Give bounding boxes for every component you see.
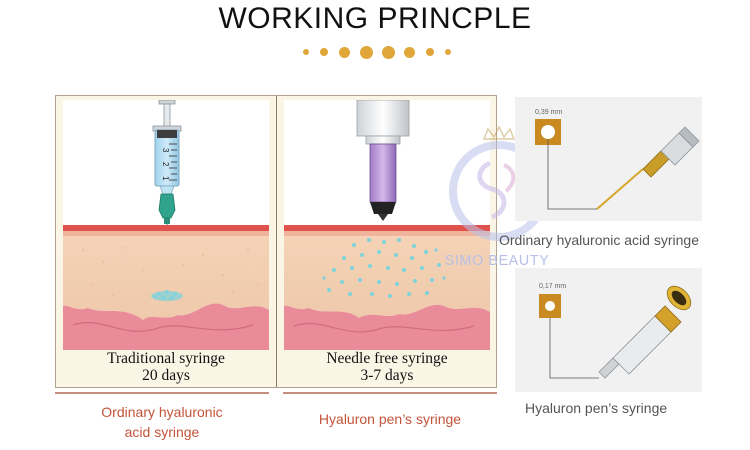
dot [445, 49, 451, 55]
dot [320, 48, 328, 56]
ordinary-needle-image: 0,39 mm [515, 97, 702, 221]
scale-mark: 1 [161, 176, 170, 181]
needle-diameter-label: 0,39 mm [535, 109, 563, 116]
page-title: WORKING PRINCPLE [218, 2, 532, 35]
caption-line: Needle free syringe [326, 350, 448, 367]
traditional-syringe-caption: Traditional syringe 20 days [63, 350, 269, 384]
dot [426, 48, 434, 56]
ordinary-needle-caption: Ordinary hyaluronic acid syringe [499, 232, 699, 248]
decorative-dots [0, 44, 750, 60]
dot [404, 47, 415, 58]
scale-mark: 3 [161, 148, 170, 153]
dot [360, 46, 373, 59]
ordinary-syringe-label: Ordinary hyaluronic acid syringe [55, 402, 269, 442]
panel-divider [276, 96, 277, 387]
label-line: Ordinary hyaluronic [101, 404, 223, 420]
pen-syringe-caption: Hyaluron pen’s syringe [525, 400, 668, 416]
watermark-text: SIMO BEAUTY [444, 253, 550, 269]
divider-line [55, 392, 269, 394]
scale-mark: 2 [161, 162, 170, 167]
comparison-frame: 3 2 1 [55, 95, 497, 388]
dot [382, 46, 395, 59]
dot [303, 49, 309, 55]
needle-free-syringe-caption: Needle free syringe 3-7 days [284, 350, 490, 384]
pen-syringe-label: Hyaluron pen’s syringe [318, 411, 462, 427]
divider-line [283, 392, 497, 394]
caption-line: 20 days [142, 367, 190, 384]
needle-free-syringe-illustration [284, 100, 490, 350]
caption-line: Traditional syringe [107, 350, 225, 367]
dot [339, 47, 350, 58]
pen-syringe-image: 0,17 mm [515, 268, 702, 392]
traditional-syringe-illustration: 3 2 1 [63, 100, 269, 350]
caption-line: 3-7 days [360, 367, 414, 384]
needle-diameter-label: 0,17 mm [539, 283, 567, 290]
label-line: acid syringe [124, 424, 200, 440]
